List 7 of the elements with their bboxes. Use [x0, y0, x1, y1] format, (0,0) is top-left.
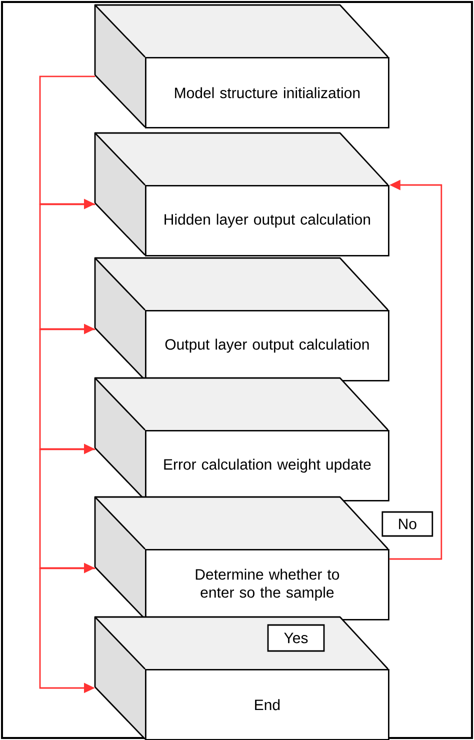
edge-label: No	[382, 511, 434, 537]
block: Hidden layer output calculation	[94, 132, 390, 256]
block: Output layer output calculation	[94, 257, 390, 382]
block: Determine whether to enter so the sample	[94, 496, 390, 620]
block: Model structure initialization	[94, 4, 390, 128]
answer-label: Yes	[267, 624, 325, 652]
block: Error calculation weight update	[94, 377, 390, 502]
